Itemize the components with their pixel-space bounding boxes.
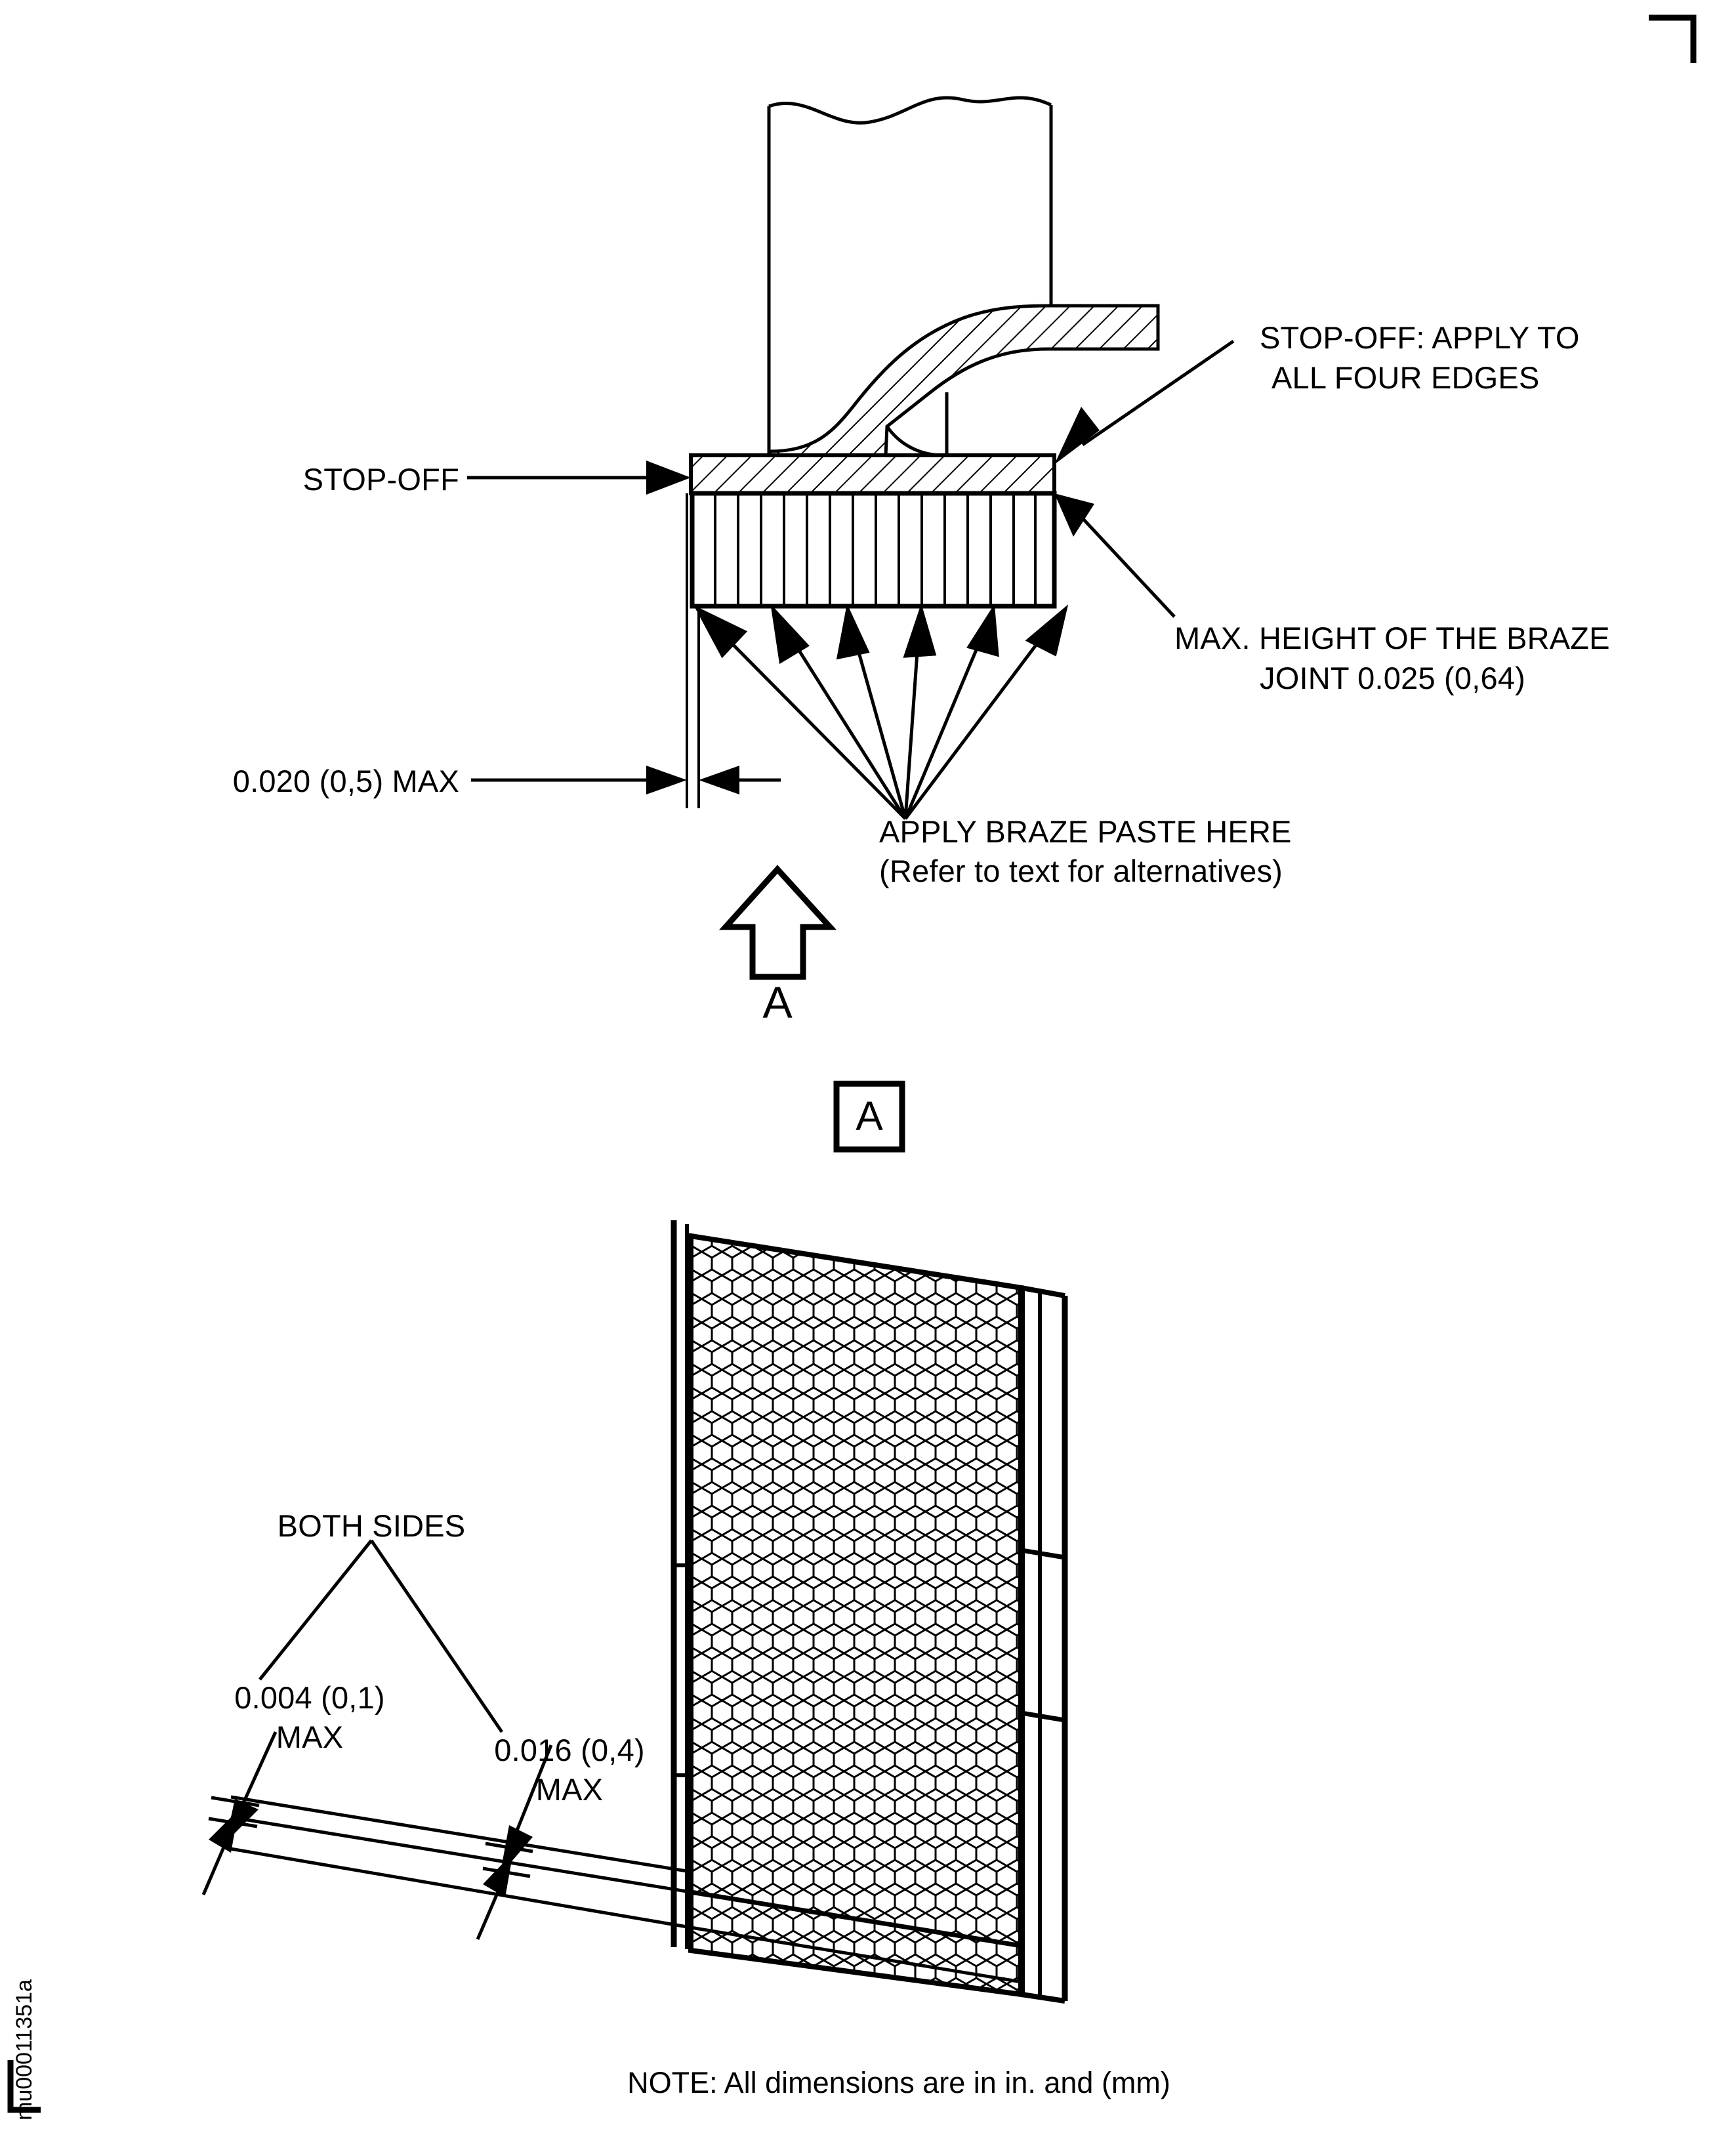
braze-height-leader (1054, 493, 1176, 618)
label-stop-off-edges-line1: STOP-OFF: APPLY TO (1260, 320, 1580, 355)
label-gap-dimension: 0.020 (0,5) MAX (232, 764, 459, 798)
honeycomb-core-edge-view (690, 491, 1057, 609)
both-sides-leader (258, 1539, 504, 1733)
footer-note: NOTE: All dimensions are in in. and (mm) (627, 2066, 1170, 2099)
label-braze-height-line1: MAX. HEIGHT OF THE BRAZE (1174, 621, 1610, 655)
label-apply-paste-line2: (Refer to text for alternatives) (879, 854, 1283, 888)
detail-view-a (201, 1220, 1068, 2004)
label-skin-thick-line2: MAX (535, 1772, 604, 1807)
stop-off-left-leader (467, 461, 691, 495)
figure-id-block: mu00011351a (12, 1889, 38, 2126)
view-arrow-letter: A (762, 978, 793, 1027)
upper-section-view (467, 96, 1235, 1153)
gap-extension-lines (686, 493, 700, 808)
label-stop-off-edges-line2: ALL FOUR EDGES (1271, 360, 1540, 395)
vertical-member (767, 96, 1053, 453)
view-direction-arrow-a (718, 865, 837, 980)
label-both-sides: BOTH SIDES (277, 1508, 466, 1543)
label-skin-thin-line2: MAX (276, 1720, 344, 1754)
panel-face-skins (222, 1795, 1022, 1984)
honeycomb-core-panel (688, 1233, 1024, 1998)
label-skin-thin-line1: 0.004 (0,1) (234, 1680, 385, 1715)
label-braze-height-line2: JOINT 0.025 (0,64) (1260, 661, 1526, 695)
label-skin-thick-line1: 0.016 (0,4) (494, 1733, 645, 1767)
stop-off-edges-leader (1054, 339, 1235, 464)
skin-thin-dimension (201, 1731, 278, 1895)
detail-marker-letter: A (856, 1094, 883, 1139)
panel-left-skin (671, 1220, 689, 1949)
base-plate-cross-section (689, 392, 1056, 495)
figure-id-text: mu00011351a (12, 1979, 37, 2120)
label-apply-paste-line1: APPLY BRAZE PASTE HERE (879, 814, 1292, 849)
crop-mark-bottom-left (7, 2060, 41, 2113)
skin-thick-dimension (476, 1744, 553, 1940)
gap-dimension-line (471, 766, 781, 794)
braze-paste-arrow-fan (693, 603, 1069, 820)
crop-mark-top-right (1649, 14, 1697, 63)
detail-marker-box (833, 1081, 905, 1153)
panel-right-skin (1018, 1285, 1068, 2004)
label-stop-off-left: STOP-OFF (302, 462, 459, 497)
